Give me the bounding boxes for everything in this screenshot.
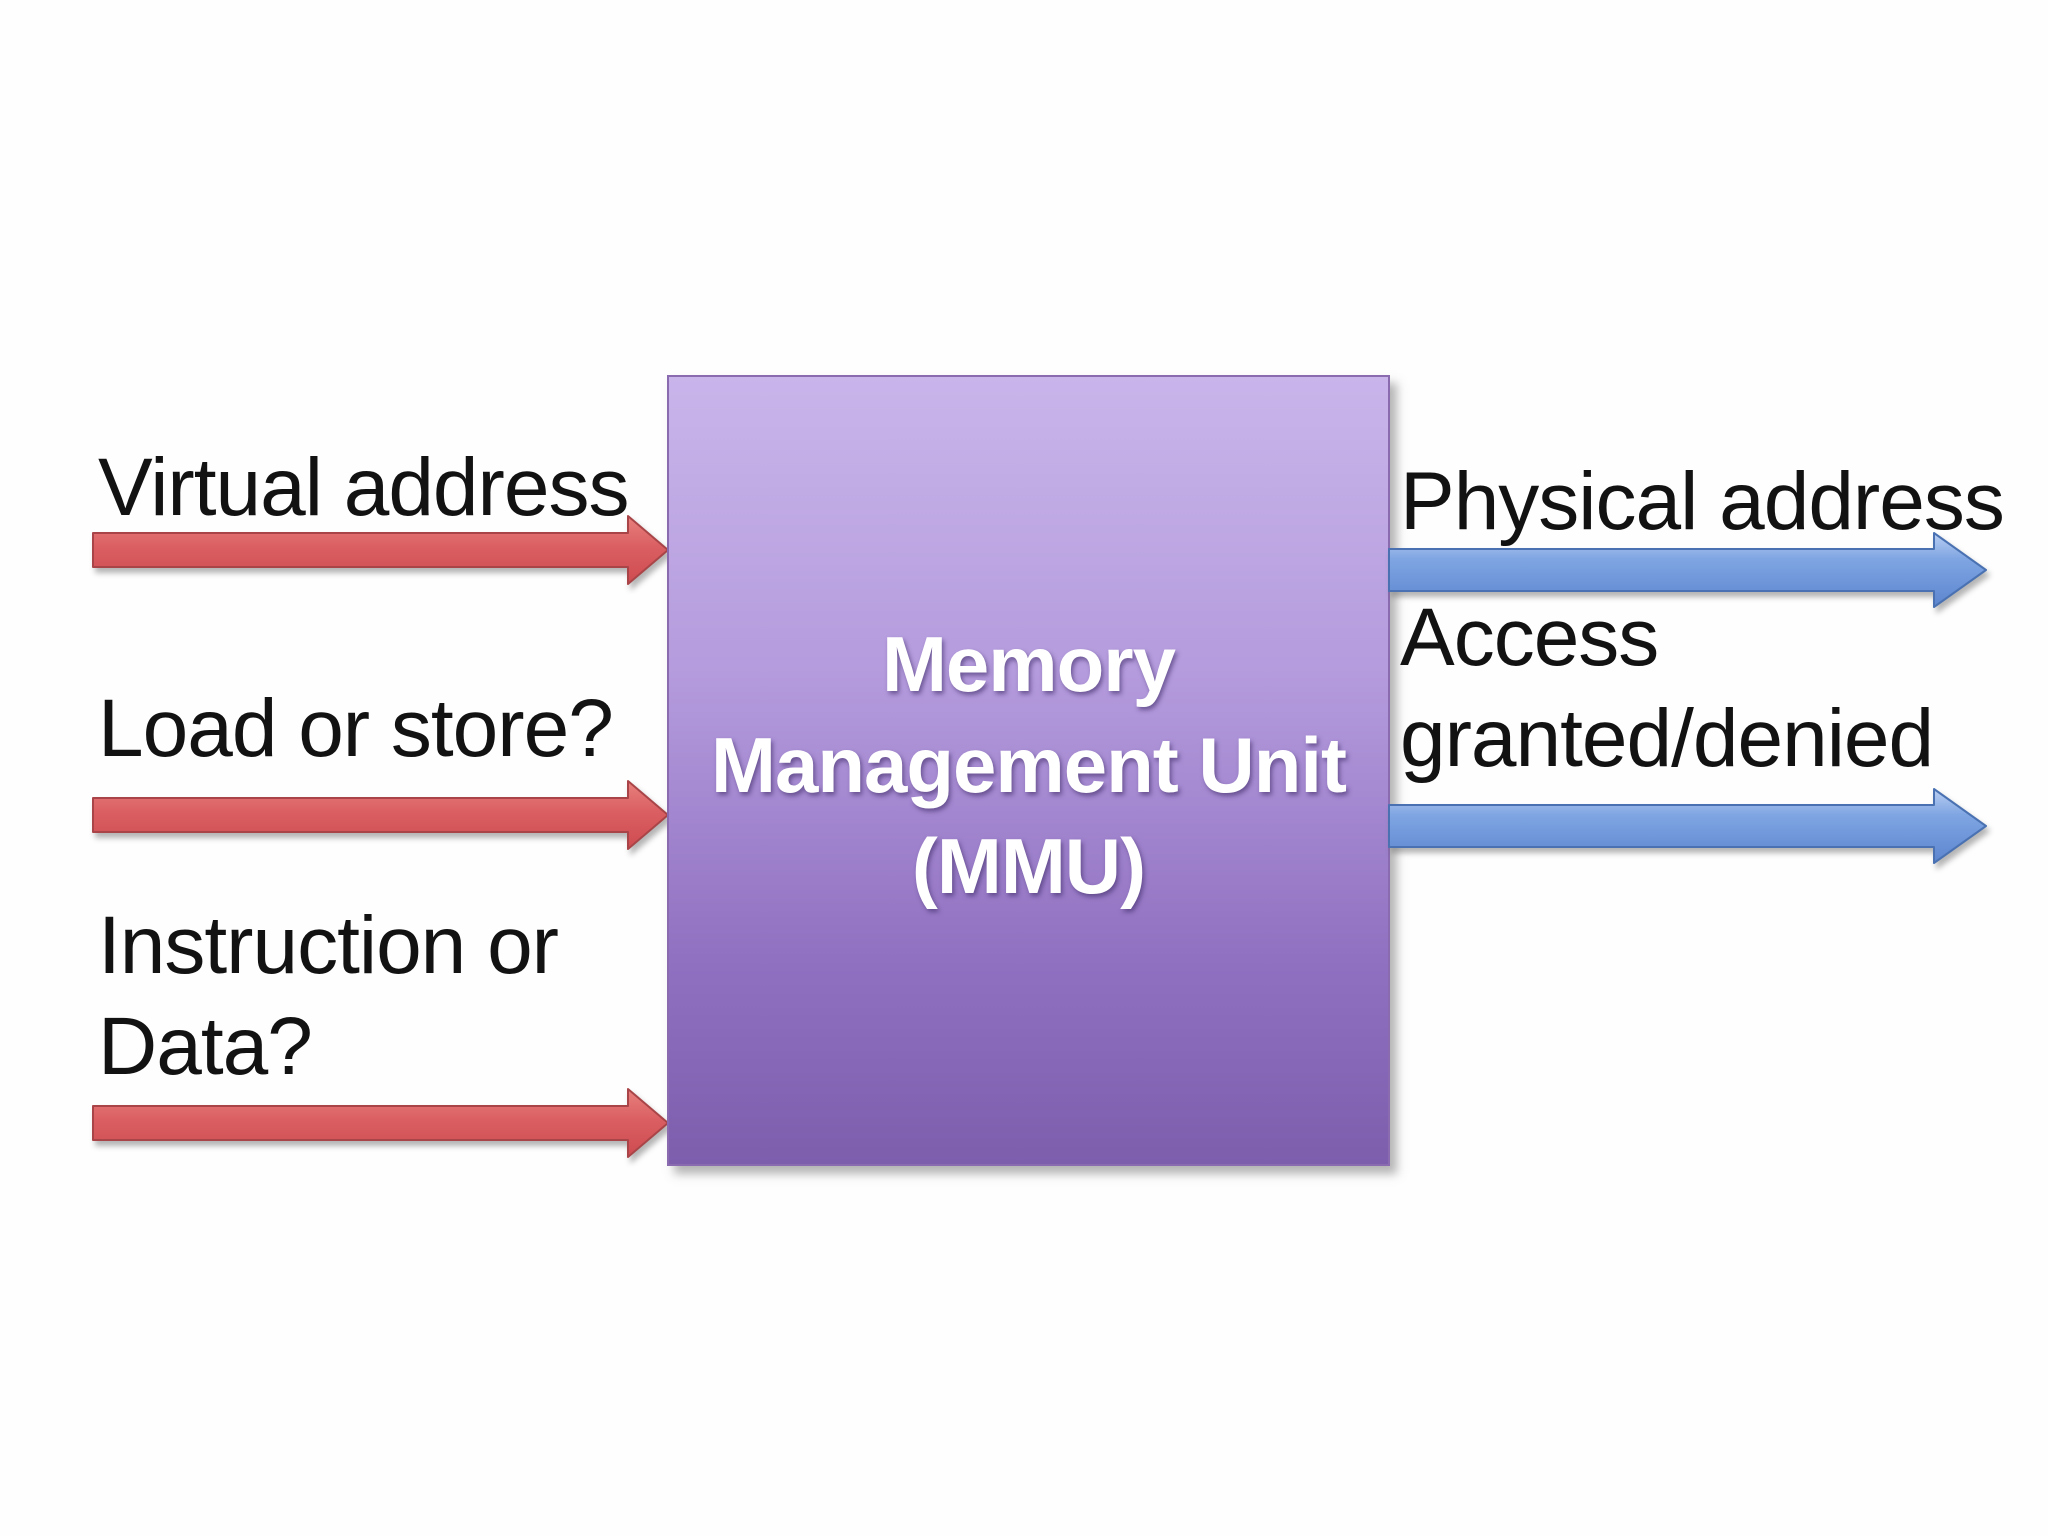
output-label-access-line2: granted/denied bbox=[1400, 693, 1934, 784]
input-label-virtual-address: Virtual address bbox=[98, 442, 629, 533]
input-label-load-or-store: Load or store? bbox=[98, 683, 614, 774]
input-label-instruction-or-data: Instruction or Data? bbox=[98, 895, 559, 1097]
mmu-title-line1: Memory bbox=[881, 620, 1176, 708]
input-label-instruction-or-data-line2: Data? bbox=[98, 1001, 313, 1092]
mmu-title-line2: Management Unit bbox=[710, 721, 1347, 809]
mmu-title-line3: (MMU) bbox=[911, 822, 1146, 910]
input-arrow-load-or-store-icon bbox=[92, 780, 669, 850]
output-arrow-physical-address-icon bbox=[1388, 532, 1987, 608]
input-arrow-instruction-or-data-icon bbox=[92, 1088, 669, 1158]
output-label-access-line1: Access bbox=[1400, 592, 1659, 683]
output-arrow-access-granted-denied-icon bbox=[1388, 788, 1987, 864]
mmu-box: Memory Management Unit (MMU) bbox=[667, 375, 1390, 1166]
output-label-access-granted-denied: Access granted/denied bbox=[1400, 587, 1934, 789]
input-arrow-virtual-address-icon bbox=[92, 515, 669, 585]
output-label-physical-address: Physical address bbox=[1400, 456, 2005, 547]
input-label-instruction-or-data-line1: Instruction or bbox=[98, 900, 559, 991]
